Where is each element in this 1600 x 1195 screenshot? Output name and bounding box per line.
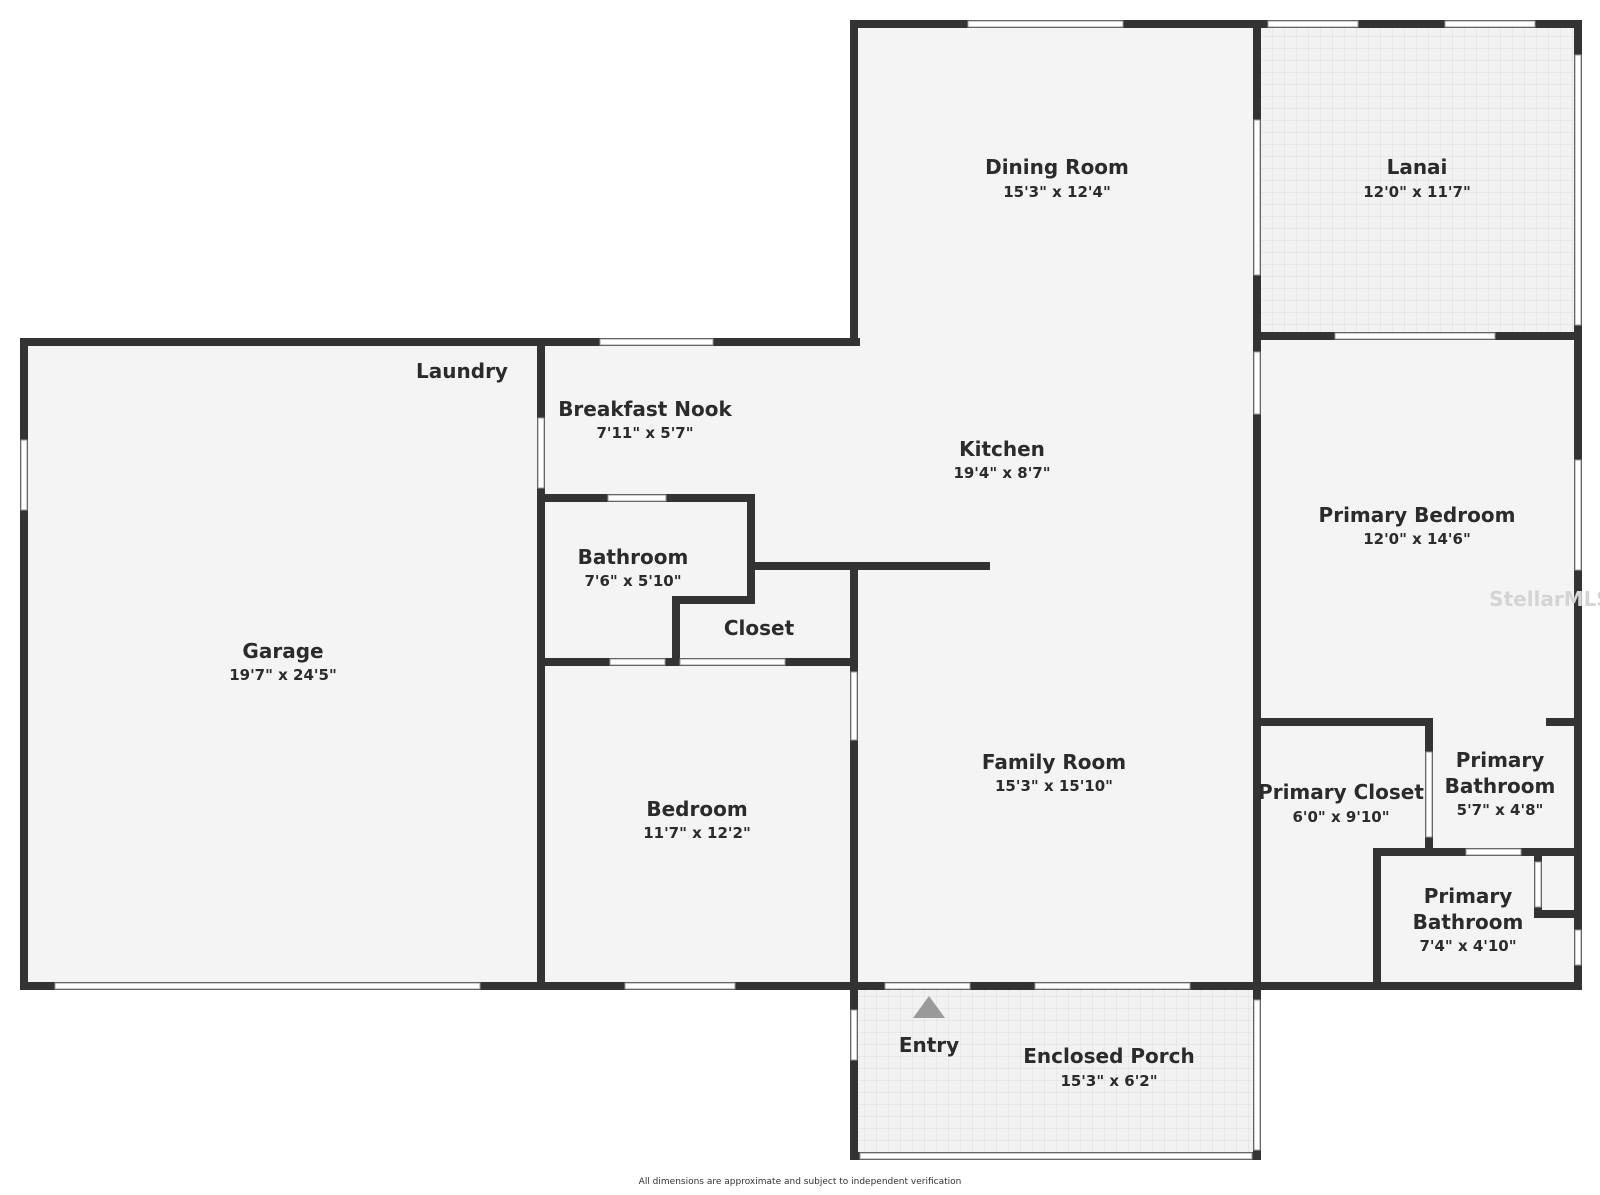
room-name-enclosed-porch: Enclosed Porch (1023, 1044, 1194, 1068)
window (607, 494, 667, 502)
room-name-lanai: Lanai (1387, 155, 1448, 179)
window (850, 1009, 858, 1061)
room-dim-dining-room: 15'3" x 12'4" (1003, 183, 1111, 201)
room-dim-family-room: 15'3" x 15'10" (995, 777, 1113, 795)
room-name-bedroom: Bedroom (646, 797, 747, 821)
room-name-closet: Closet (724, 616, 795, 640)
window (1534, 861, 1542, 908)
lanai-floor (1257, 24, 1577, 338)
window (599, 338, 714, 346)
room-name-primary-closet: Primary Closet (1258, 780, 1424, 804)
room-name-dining-room: Dining Room (985, 155, 1129, 179)
room-name-primary-bathroom-1-line1: Primary (1456, 748, 1545, 772)
window (1334, 332, 1496, 340)
window (1253, 119, 1261, 276)
window (884, 982, 971, 990)
room-name-garage: Garage (242, 639, 323, 663)
room-name-primary-bathroom-2-line1: Primary (1424, 884, 1513, 908)
room-dim-bathroom: 7'6" x 5'10" (584, 572, 681, 590)
room-dim-primary-closet: 6'0" x 9'10" (1292, 808, 1389, 826)
window (1444, 20, 1536, 28)
window (850, 671, 858, 741)
room-name-kitchen: Kitchen (959, 437, 1045, 461)
room-name-family-room: Family Room (982, 750, 1126, 774)
window (1034, 982, 1191, 990)
window (1574, 54, 1582, 326)
room-dim-primary-bathroom-2: 7'4" x 4'10" (1419, 937, 1516, 955)
room-dim-kitchen: 19'4" x 8'7" (953, 464, 1050, 482)
disclaimer-text: All dimensions are approximate and subje… (638, 1177, 962, 1187)
window (1574, 459, 1582, 571)
porch-floor (854, 986, 1257, 1157)
room-dim-enclosed-porch: 15'3" x 6'2" (1060, 1072, 1157, 1090)
room-dim-garage: 19'7" x 24'5" (229, 666, 337, 684)
room-name-entry: Entry (899, 1033, 959, 1057)
window (1267, 20, 1359, 28)
window (1253, 999, 1261, 1151)
window (1253, 351, 1261, 415)
window (20, 439, 28, 511)
garage-floor (24, 342, 537, 986)
room-dim-primary-bedroom: 12'0" x 14'6" (1363, 530, 1471, 548)
room-name-bathroom: Bathroom (578, 545, 689, 569)
watermark: StellarMLS (1489, 587, 1600, 611)
room-dim-lanai: 12'0" x 11'7" (1363, 183, 1471, 201)
room-name-breakfast-nook: Breakfast Nook (558, 397, 732, 421)
window (1574, 929, 1582, 966)
window (537, 417, 545, 489)
window (1465, 848, 1522, 856)
room-name-laundry: Laundry (416, 359, 508, 383)
room-labels: Dining Room 15'3" x 12'4" Lanai 12'0" x … (229, 155, 1555, 1090)
window (609, 658, 666, 666)
room-name-primary-bathroom-1-line2: Bathroom (1445, 774, 1556, 798)
window (967, 20, 1124, 28)
windows (20, 20, 1582, 1160)
main-floor (544, 24, 1257, 986)
room-name-primary-bathroom-2-line2: Bathroom (1413, 910, 1524, 934)
window (1425, 751, 1433, 838)
room-dim-primary-bathroom-1: 5'7" x 4'8" (1457, 801, 1544, 819)
entry-arrow-icon (913, 996, 945, 1018)
room-dim-bedroom: 11'7" x 12'2" (643, 824, 751, 842)
window (679, 658, 786, 666)
window (54, 982, 481, 990)
window (624, 982, 736, 990)
floors (24, 24, 1577, 1157)
room-dim-breakfast-nook: 7'11" x 5'7" (596, 424, 693, 442)
window (859, 1152, 1253, 1160)
room-name-primary-bedroom: Primary Bedroom (1319, 503, 1516, 527)
primary-suite-floor (1257, 338, 1577, 986)
